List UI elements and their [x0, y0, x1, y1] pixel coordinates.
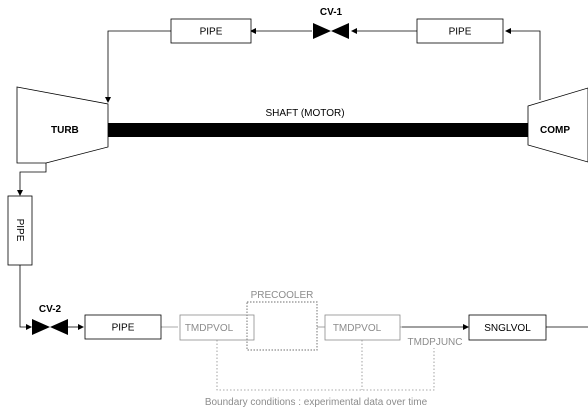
line-comp-to-pipe-right [505, 28, 541, 100]
pipe-top-right-label: PIPE [449, 27, 472, 38]
shaft-label: SHAFT (MOTOR) [265, 108, 344, 119]
line-pipe-left-to-turb [105, 30, 171, 103]
snglvol [468, 314, 547, 341]
cv2-label: CV-2 [39, 304, 62, 315]
pipe-top-left-label: PIPE [200, 27, 223, 38]
cv1-valve-icon [313, 23, 331, 39]
cv2-valve-icon-right [50, 319, 68, 335]
tmdpjunc-label: TMDPJUNC [408, 337, 463, 348]
line-pipe-vertical-to-cv2 [19, 265, 32, 330]
pipe-top-right [416, 18, 504, 44]
turbine-label: TURB [51, 125, 79, 136]
cv1-valve-icon-right [331, 23, 349, 39]
compressor-label: COMP [540, 125, 570, 136]
tmdpvol-left [179, 314, 255, 341]
precooler-box [246, 301, 318, 351]
line-turb-to-pipe-vertical [17, 163, 47, 196]
snglvol-label: SNGLVOL [484, 323, 531, 334]
pipe-top-left [170, 18, 252, 44]
boundary-conditions-note: Boundary conditions : experimental data … [205, 397, 428, 408]
tmdpvol-right-label: TMDPVOL [333, 323, 382, 334]
cv2-valve-icon [32, 319, 50, 335]
precooler-label: PRECOOLER [251, 290, 314, 301]
pipe-bottom-label: PIPE [112, 323, 135, 334]
flow-lines [17, 28, 588, 330]
pipe-bottom [84, 314, 162, 340]
cv1-label: CV-1 [320, 7, 343, 18]
boundary-dotted-lines [216, 340, 435, 391]
tmdpvol-right [324, 314, 401, 341]
shaft [108, 123, 528, 137]
tmdpvol-left-label: TMDPVOL [185, 323, 234, 334]
compressor [527, 87, 588, 163]
pipe-vertical [7, 195, 33, 266]
turbine [16, 86, 109, 164]
pipe-vertical-label: PIPE [14, 219, 25, 242]
boundary-line-left [216, 340, 435, 391]
